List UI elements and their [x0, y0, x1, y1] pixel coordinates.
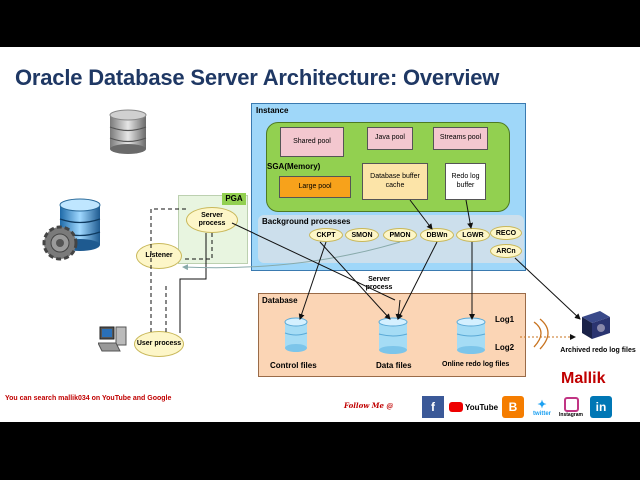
shared-pool: Shared pool — [280, 127, 344, 157]
online-redo-label: Online redo log files — [442, 361, 510, 368]
streams-pool: Streams pool — [433, 127, 488, 150]
pga-label: PGA — [222, 193, 246, 205]
instagram-icon[interactable]: Instagram — [557, 396, 585, 418]
background-processes-label: Background processes — [262, 217, 351, 226]
process-reco: RECO — [490, 226, 522, 240]
database-label: Database — [262, 296, 298, 305]
listener: Listener — [136, 243, 182, 269]
data-files-icon — [378, 317, 408, 354]
control-files-icon — [284, 317, 308, 352]
data-files-label: Data files — [376, 361, 412, 370]
process-dbwn: DBWn — [420, 228, 454, 242]
java-pool: Java pool — [367, 127, 413, 150]
process-smon: SMON — [345, 228, 379, 242]
youtube-icon[interactable]: YouTube — [449, 396, 499, 418]
twitter-label: twitter — [533, 410, 551, 417]
slide: Oracle Database Server Architecture: Ove… — [0, 47, 640, 422]
online-redo-log-icon — [456, 317, 486, 354]
brand-name: Mallik — [561, 370, 606, 387]
database-buffer-cache: Database buffer cache — [362, 163, 428, 200]
instagram-label: Instagram — [559, 411, 583, 418]
control-files-label: Control files — [270, 361, 317, 370]
process-pmon: PMON — [383, 228, 417, 242]
server-process: Server process — [186, 207, 238, 233]
large-pool: Large pool — [279, 176, 351, 198]
archived-redo-label: Archived redo log files — [560, 347, 636, 354]
page-title: Oracle Database Server Architecture: Ove… — [15, 65, 500, 90]
process-arcn: ARCn — [490, 244, 522, 258]
computer-icon — [98, 326, 127, 352]
facebook-icon[interactable]: f — [422, 396, 444, 418]
user-process: User process — [134, 331, 184, 357]
server-process-arrow-label: Server process — [365, 276, 393, 291]
twitter-icon[interactable]: ✦twitter — [529, 396, 555, 418]
redo-log-buffer: Redo log buffer — [445, 163, 486, 200]
follow-me-text: Follow Me @ — [344, 401, 394, 410]
search-text: You can search mallik034 on YouTube and … — [5, 395, 172, 402]
database-server-icon — [109, 109, 147, 154]
process-ckpt: CKPT — [309, 228, 343, 242]
database-gear-icon — [42, 198, 101, 261]
blogger-icon[interactable]: B — [502, 396, 524, 418]
archive-storage-icon — [582, 311, 610, 339]
log2-label: Log2 — [495, 343, 515, 352]
log1-label: Log1 — [495, 315, 515, 324]
youtube-label: YouTube — [465, 402, 499, 412]
instance-label: Instance — [256, 106, 289, 115]
linkedin-icon[interactable]: in — [590, 396, 612, 418]
connector-lines — [150, 199, 581, 350]
sga-label: SGA(Memory) — [267, 162, 321, 171]
